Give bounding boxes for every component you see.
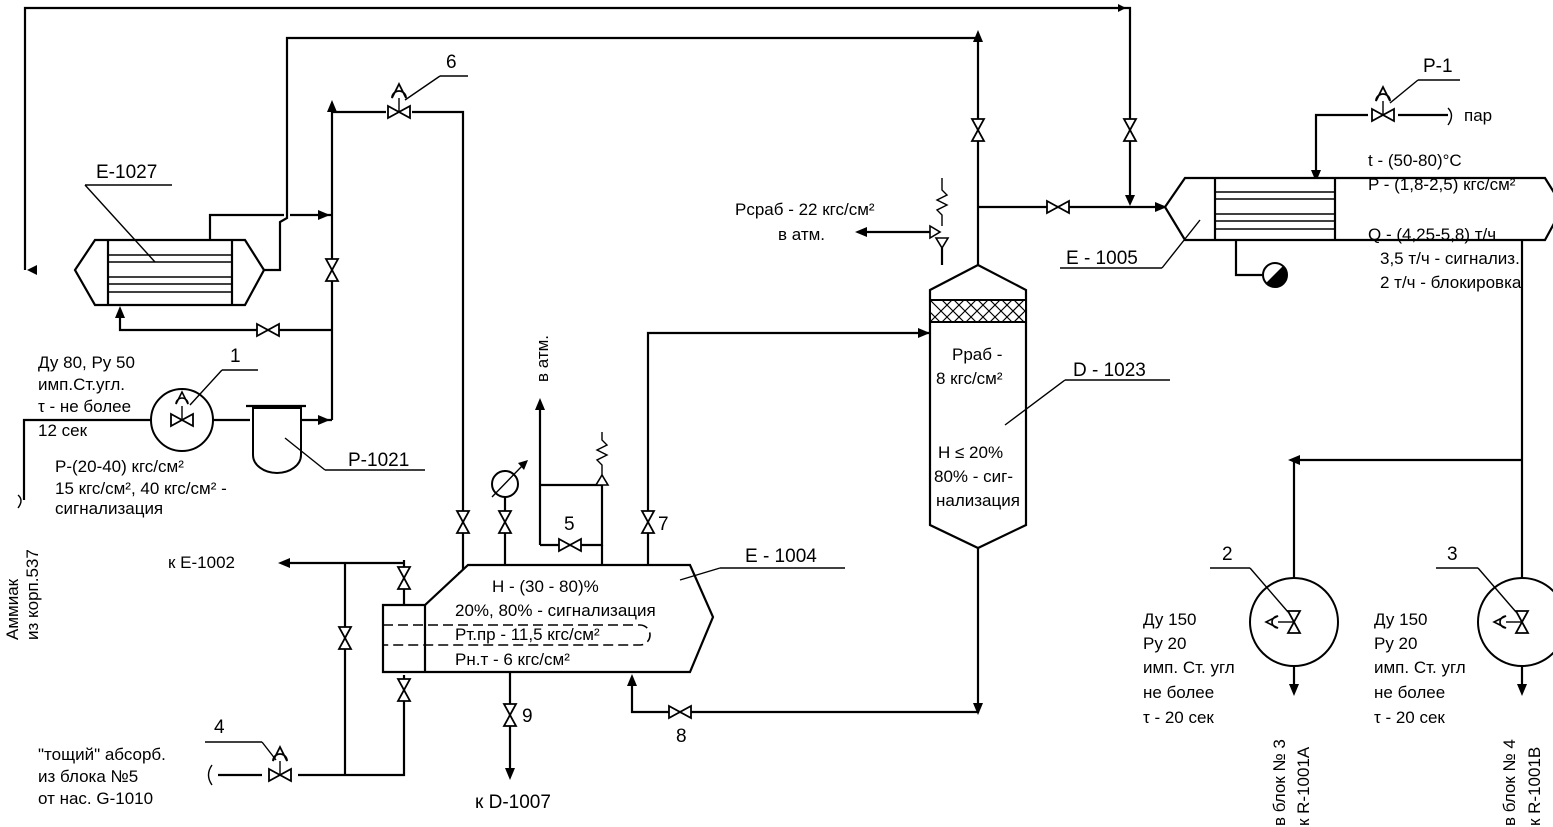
- note-block3-2: к R-1001A: [1294, 746, 1313, 826]
- note-relief-2: в атм.: [778, 225, 825, 244]
- label-e1005: E - 1005: [1066, 248, 1138, 269]
- valve-label-1: 1: [230, 346, 241, 367]
- heat-exchanger-e1027: [73, 184, 266, 307]
- valve-label-3: 3: [1447, 544, 1458, 565]
- note-e1005-3: Q - (4,25-5,8) т/ч: [1368, 225, 1496, 244]
- flow-arrows: [27, 4, 1527, 780]
- note-ammonia-1: Аммиак: [3, 578, 22, 640]
- note-d1023-level-3: нализация: [936, 491, 1020, 510]
- shutoff-valve-2: [1210, 567, 1339, 667]
- note-e1004-tube: Рт.пр - 11,5 кгс/см²: [455, 625, 600, 644]
- note-v2-2: Ру 20: [1143, 634, 1186, 653]
- note-e1004-level: H - (30 - 80)%: [492, 577, 599, 596]
- note-v1-line4: 12 сек: [38, 421, 88, 440]
- safety-valve-d1023: [929, 178, 950, 250]
- note-p1021-line2: 15 кгс/см², 40 кгс/см² -: [55, 479, 227, 498]
- note-v1-line2: имп.Ст.угл.: [38, 375, 125, 394]
- note-v3-1: Ду 150: [1374, 610, 1427, 629]
- note-v3-3: имп. Ст. угл: [1374, 658, 1466, 677]
- note-lean-2: из блока №5: [38, 767, 138, 786]
- note-pwork-1: Рраб -: [952, 345, 1002, 364]
- note-v3-4: не более: [1374, 683, 1445, 702]
- note-e1005-1: t - (50-80)°C: [1368, 151, 1462, 170]
- note-v1-line1: Ду 80, Ру 50: [38, 353, 135, 372]
- note-v2-3: имп. Ст. угл: [1143, 658, 1235, 677]
- vessel-p1021: [246, 404, 425, 474]
- control-valve-6: [387, 75, 468, 119]
- labels: E-1027 P-1021 E - 1004 D - 1023 E - 1005…: [3, 52, 1544, 826]
- shutoff-valve-3: [1436, 567, 1553, 667]
- note-lean-3: от нас. G-1010: [38, 789, 153, 808]
- note-to-e1002: к E-1002: [168, 553, 235, 572]
- label-p1021: P-1021: [348, 450, 409, 471]
- piping: [22, 6, 1553, 777]
- valve-label-p1: P-1: [1423, 56, 1453, 77]
- label-d1023: D - 1023: [1073, 360, 1146, 381]
- note-e1005-4: 3,5 т/ч - сигнализ.: [1380, 249, 1520, 268]
- valve-label-2: 2: [1222, 544, 1233, 565]
- steam-trap: [1262, 262, 1288, 288]
- label-e1027: E-1027: [96, 162, 157, 183]
- note-pwork-2: 8 кгс/см²: [936, 369, 1003, 388]
- note-v2-1: Ду 150: [1143, 610, 1196, 629]
- note-block4-2: к R-1001B: [1525, 747, 1544, 826]
- valve-label-8: 8: [676, 726, 687, 747]
- note-ammonia-2: из корп.537: [23, 549, 42, 640]
- note-d1023-level-1: H ≤ 20%: [938, 443, 1003, 462]
- heater-e1005: [1060, 176, 1553, 269]
- note-to-d1007: к D-1007: [475, 792, 551, 813]
- valve-label-6: 6: [446, 52, 457, 73]
- valve-label-5: 5: [564, 514, 575, 535]
- control-valve-p1: [1371, 79, 1460, 122]
- note-steam: пар: [1464, 106, 1492, 125]
- safety-valve-e1004: [594, 432, 610, 486]
- control-valve-4: [205, 741, 292, 782]
- note-v2-5: τ - 20 сек: [1143, 708, 1214, 727]
- evaporator-e1004: [381, 563, 845, 674]
- note-e1004-alarm: 20%, 80% - сигнализация: [455, 601, 656, 620]
- note-atm-vertical: в атм.: [533, 335, 552, 382]
- label-e1004: E - 1004: [745, 546, 817, 567]
- note-e1005-2: P - (1,8-2,5) кгс/см²: [1368, 175, 1516, 194]
- note-block3-1: в блок № 3: [1270, 739, 1289, 826]
- valve-label-7: 7: [658, 514, 669, 535]
- note-e1005-5: 2 т/ч - блокировка: [1380, 273, 1522, 292]
- note-v1-line3: τ - не более: [38, 397, 131, 416]
- pressure-gauge: [491, 460, 528, 498]
- note-d1023-level-2: 80% - сиг-: [934, 467, 1013, 486]
- note-block4-1: в блок № 4: [1500, 739, 1519, 826]
- note-relief-1: Рсраб - 22 кгс/см²: [735, 200, 875, 219]
- valve-label-4: 4: [214, 717, 225, 738]
- note-v2-4: не более: [1143, 683, 1214, 702]
- note-lean-1: "тощий" абсорб.: [38, 745, 166, 764]
- pipe-break-marks: [17, 107, 1453, 786]
- note-v3-2: Ру 20: [1374, 634, 1417, 653]
- note-p1021-line3: сигнализация: [55, 499, 163, 518]
- note-v3-5: τ - 20 сек: [1374, 708, 1445, 727]
- column-d1023: [928, 263, 1170, 550]
- note-e1004-shell: Рн.т - 6 кгс/см²: [455, 650, 570, 669]
- valve-label-9: 9: [522, 706, 533, 727]
- note-p1021-line1: P-(20-40) кгс/см²: [55, 457, 184, 476]
- shutoff-valve-1: [150, 369, 258, 452]
